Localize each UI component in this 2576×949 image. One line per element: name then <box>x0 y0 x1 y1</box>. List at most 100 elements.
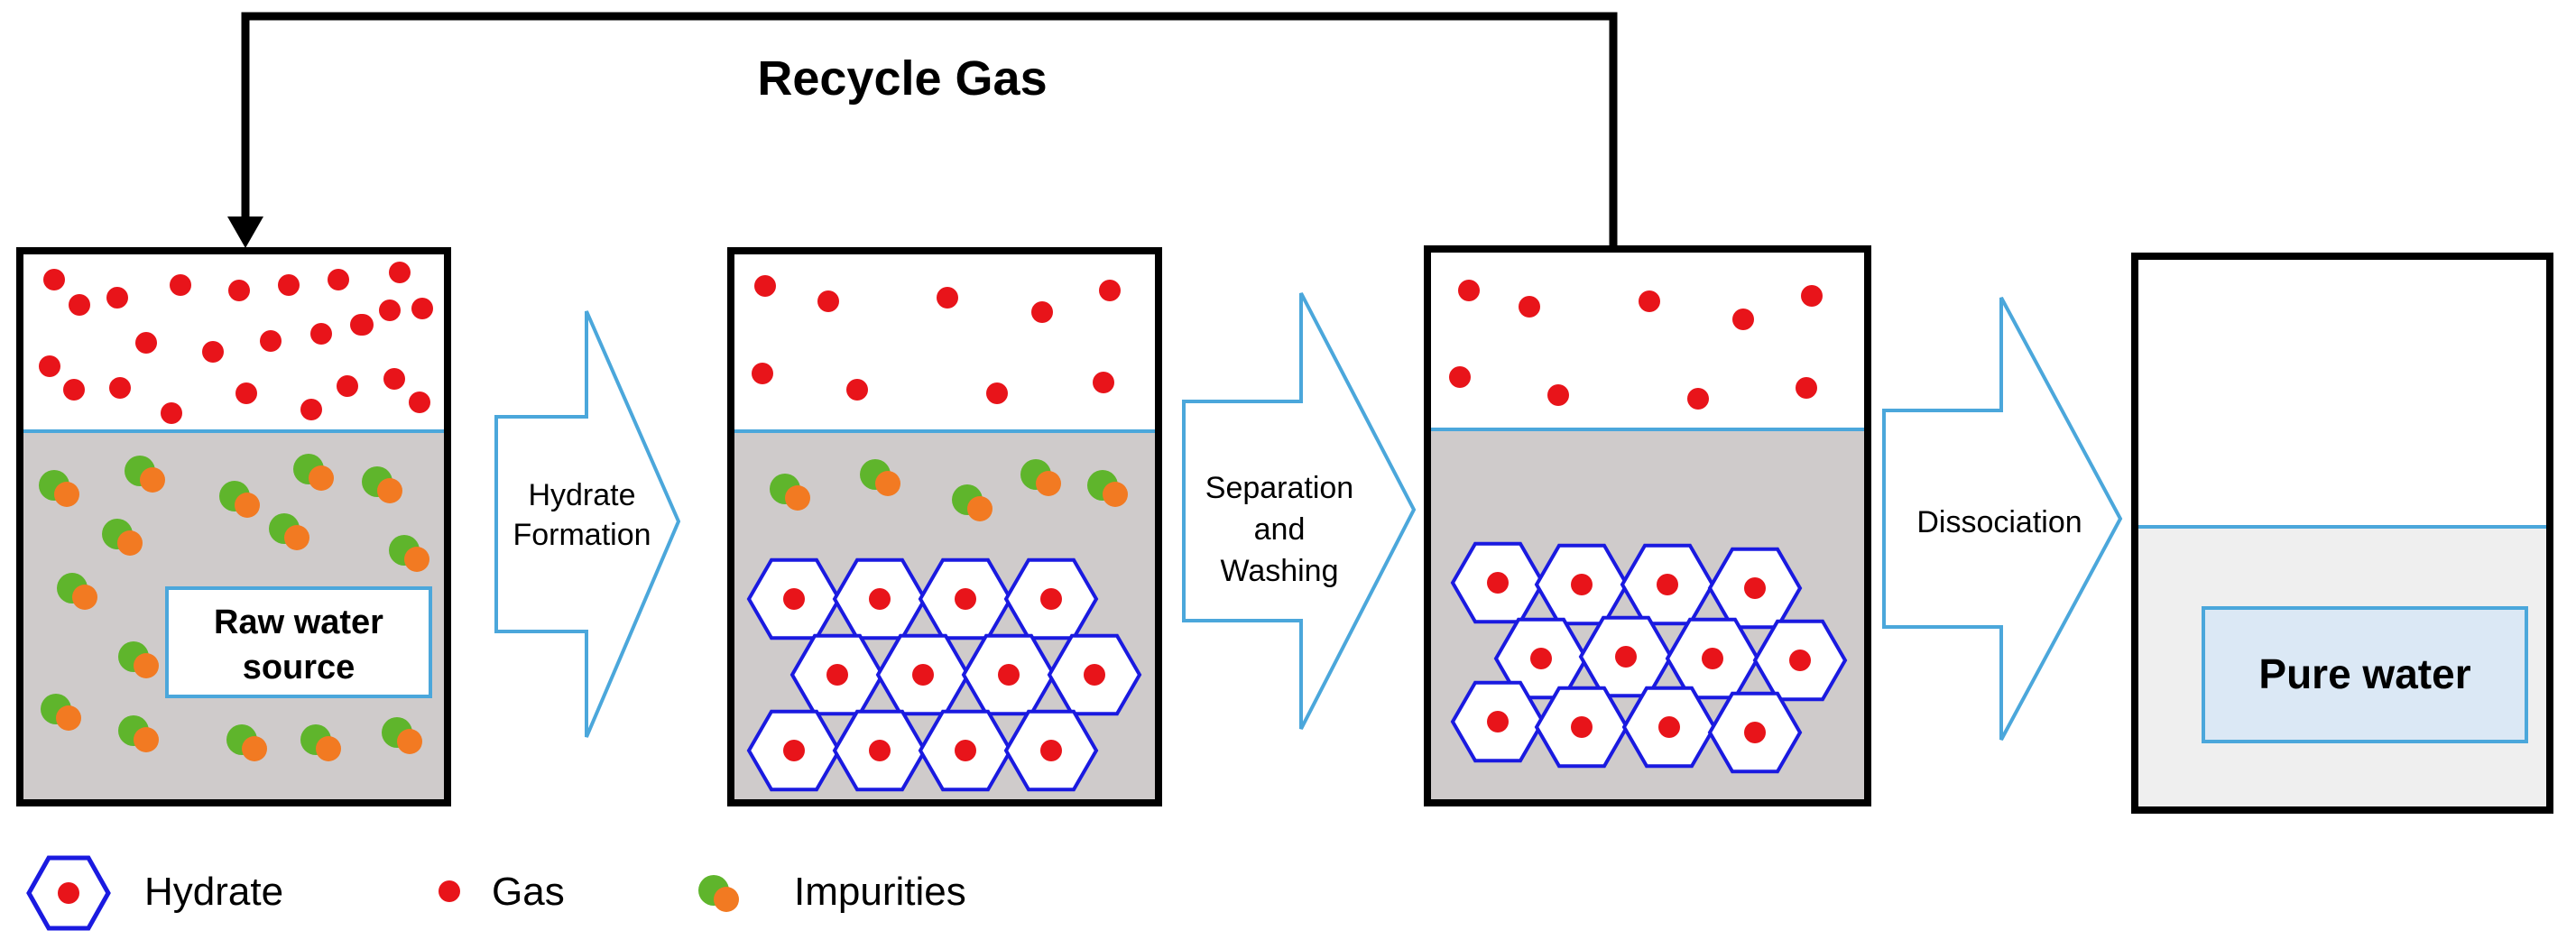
hydrate-cell <box>1047 633 1142 716</box>
impurity-particle <box>362 466 402 503</box>
container-hydrate-formation <box>727 247 1162 806</box>
hydrate-cell <box>1003 709 1099 792</box>
gas-bubble <box>937 287 958 309</box>
hydrate-cell <box>1621 686 1717 769</box>
recycle-arrowhead <box>227 217 263 248</box>
hydrate-cell <box>1534 543 1630 626</box>
hydrate-cell <box>918 557 1013 640</box>
gas-bubble <box>337 375 358 397</box>
hydrate-cell <box>1665 617 1760 700</box>
gas-bubble <box>411 298 433 319</box>
container-pure-water: Pure water <box>2131 253 2553 814</box>
pure-water-label: Pure water <box>2258 650 2470 697</box>
gas-bubble <box>228 280 250 301</box>
container-raw-water: Raw water source <box>16 247 451 806</box>
hydrate-cell <box>746 557 842 640</box>
step-label-hydrate-line1: Hydrate <box>528 478 635 512</box>
gas-bubble <box>43 269 65 290</box>
gas-bubble <box>300 399 322 420</box>
step-label-hydrate-line2: Formation <box>512 518 651 552</box>
gas-bubble <box>1031 301 1053 323</box>
hydrate-cell <box>918 709 1013 792</box>
impurities-1 <box>39 454 429 761</box>
impurity-particle <box>41 694 81 731</box>
gas-bubble <box>352 314 374 336</box>
recycle-gas-line <box>227 12 1618 248</box>
impurity-particle <box>382 717 422 754</box>
pure-water-label-box <box>2202 606 2528 743</box>
gas-bubble <box>310 323 332 345</box>
impurity-particle <box>125 456 165 493</box>
impurity-particle <box>1087 470 1128 507</box>
gas-bubble <box>328 269 349 290</box>
step-label-separation-line3: Washing <box>1220 554 1338 588</box>
impurity-particle <box>57 573 97 610</box>
hydrate-cell <box>1578 615 1674 698</box>
legend-gas-label: Gas <box>492 870 565 914</box>
legend: Hydrate Gas Impurities <box>26 855 966 931</box>
gas-bubble <box>39 355 60 377</box>
gas-bubble <box>1519 296 1540 318</box>
gas-bubble <box>1099 280 1121 301</box>
gas-bubble <box>986 382 1008 404</box>
gas-bubble <box>1687 388 1709 410</box>
arrow-separation-washing: Separation and Washing <box>1182 292 1417 730</box>
gas-bubbles-1 <box>39 262 433 424</box>
impurity-particle <box>39 470 79 507</box>
gas-bubble <box>135 332 157 354</box>
gas-bubble <box>379 299 401 321</box>
gas-bubbles-3 <box>1449 280 1823 410</box>
impurity-particle <box>860 459 900 496</box>
gas-bubble <box>846 379 868 401</box>
hydrate-cell <box>1534 686 1630 769</box>
hydrate-cell <box>746 709 842 792</box>
hydrate-lattice-3 <box>1450 541 1848 774</box>
gas-bubble <box>106 287 128 309</box>
gas-bubble <box>752 363 773 384</box>
hydrate-cell <box>1493 617 1589 700</box>
impurity-particle <box>219 481 260 518</box>
legend-impurities-label: Impurities <box>794 870 966 914</box>
impurity-particle <box>226 724 267 761</box>
gas-bubble <box>383 368 405 390</box>
gas-bubbles-2 <box>752 275 1121 404</box>
impurity-particle <box>952 484 993 521</box>
gas-bubble <box>1449 366 1471 388</box>
step-label-separation-line1: Separation <box>1205 471 1353 505</box>
impurity-particle <box>102 519 143 556</box>
legend-hydrate-icon <box>26 855 111 931</box>
hydrate-cell <box>1752 619 1848 702</box>
gas-bubble <box>1732 309 1754 330</box>
hydrate-cell <box>1707 691 1803 774</box>
legend-hydrate-label: Hydrate <box>144 870 283 914</box>
gas-bubble <box>817 290 839 312</box>
recycle-gas-title: Recycle Gas <box>757 51 1047 106</box>
impurity-particle <box>300 724 341 761</box>
hydrate-cell <box>789 633 885 716</box>
hydrate-lattice-2 <box>746 557 1142 792</box>
impurity-particle <box>269 513 309 550</box>
gas-bubble <box>1796 377 1817 399</box>
raw-water-label-line1: Raw water <box>214 603 383 641</box>
gas-bubble <box>409 392 430 413</box>
gas-bubble <box>1458 280 1480 301</box>
hydrate-cell <box>832 709 928 792</box>
gas-bubble <box>109 377 131 399</box>
gas-bubble <box>202 341 224 363</box>
gas-bubble <box>170 274 191 296</box>
impurity-particle <box>118 715 159 752</box>
gas-bubble <box>235 382 257 404</box>
container-separated-hydrate <box>1424 245 1871 806</box>
impurities-2 <box>770 459 1128 521</box>
gas-bubble <box>1547 384 1569 406</box>
impurity-particle <box>293 454 334 491</box>
arrow-hydrate-formation: Hydrate Formation <box>494 310 681 738</box>
legend-impurities-icon <box>698 875 739 912</box>
gas-bubble <box>161 402 182 424</box>
hydrate-cell <box>1450 680 1546 763</box>
gas-bubble <box>754 275 776 297</box>
step-label-dissociation: Dissociation <box>1916 505 2082 539</box>
impurity-particle <box>1020 459 1061 496</box>
gas-bubble <box>63 379 85 401</box>
hydrate-cell <box>1003 557 1099 640</box>
